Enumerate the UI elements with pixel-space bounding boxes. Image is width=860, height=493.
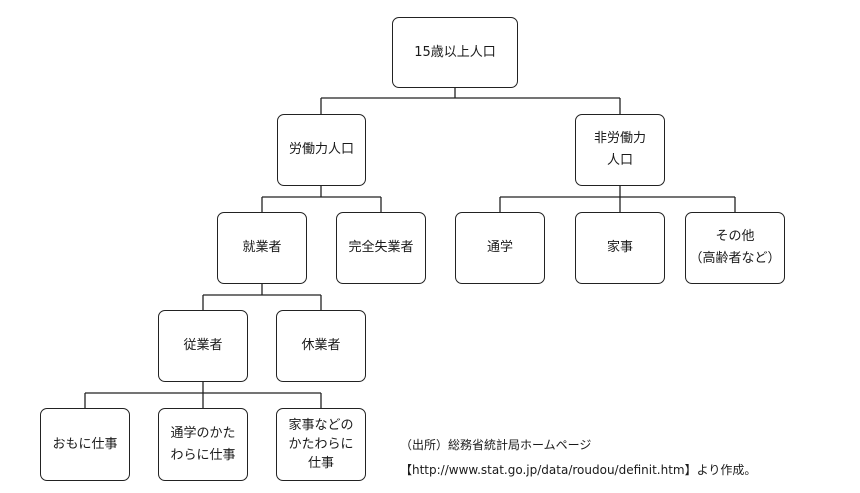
- node-label: 労働力人口: [288, 142, 354, 157]
- node-labor-force: 労働力人口: [277, 114, 366, 186]
- node-label: 15歳以上人口: [414, 44, 496, 60]
- source-note-line1: （出所）総務省統計局ホームページ: [400, 438, 592, 452]
- node-absent-from-work: 休業者: [276, 310, 366, 382]
- node-mainly-work: おもに仕事: [40, 408, 130, 481]
- node-label: 就業者: [242, 240, 282, 255]
- node-label: おもに仕事: [52, 436, 118, 452]
- node-label: その他 （高齢者など）: [689, 229, 781, 266]
- node-housework: 家事: [575, 212, 665, 284]
- node-label: 家事: [606, 240, 633, 255]
- node-label: 従業者: [183, 338, 223, 353]
- node-at-work: 従業者: [158, 310, 248, 382]
- node-label: 非労働力 人口: [593, 131, 646, 168]
- node-work-beside-housework: 家事などの かたわらに 仕事: [276, 408, 366, 481]
- source-note-line2: 【http://www.stat.go.jp/data/roudou/defin…: [400, 463, 757, 477]
- node-school: 通学: [455, 212, 545, 284]
- node-15-and-over-population: 15歳以上人口: [392, 17, 518, 88]
- node-label: 通学: [486, 240, 513, 255]
- node-other: その他 （高齢者など）: [685, 212, 785, 284]
- node-label: 通学のかた わらに仕事: [170, 425, 236, 463]
- node-employed: 就業者: [217, 212, 307, 284]
- node-not-in-labor-force: 非労働力 人口: [575, 114, 665, 186]
- node-label: 完全失業者: [348, 240, 414, 255]
- node-unemployed: 完全失業者: [336, 212, 426, 284]
- node-work-beside-school: 通学のかた わらに仕事: [158, 408, 248, 481]
- node-label: 家事などの かたわらに 仕事: [288, 418, 354, 471]
- node-label: 休業者: [301, 338, 341, 353]
